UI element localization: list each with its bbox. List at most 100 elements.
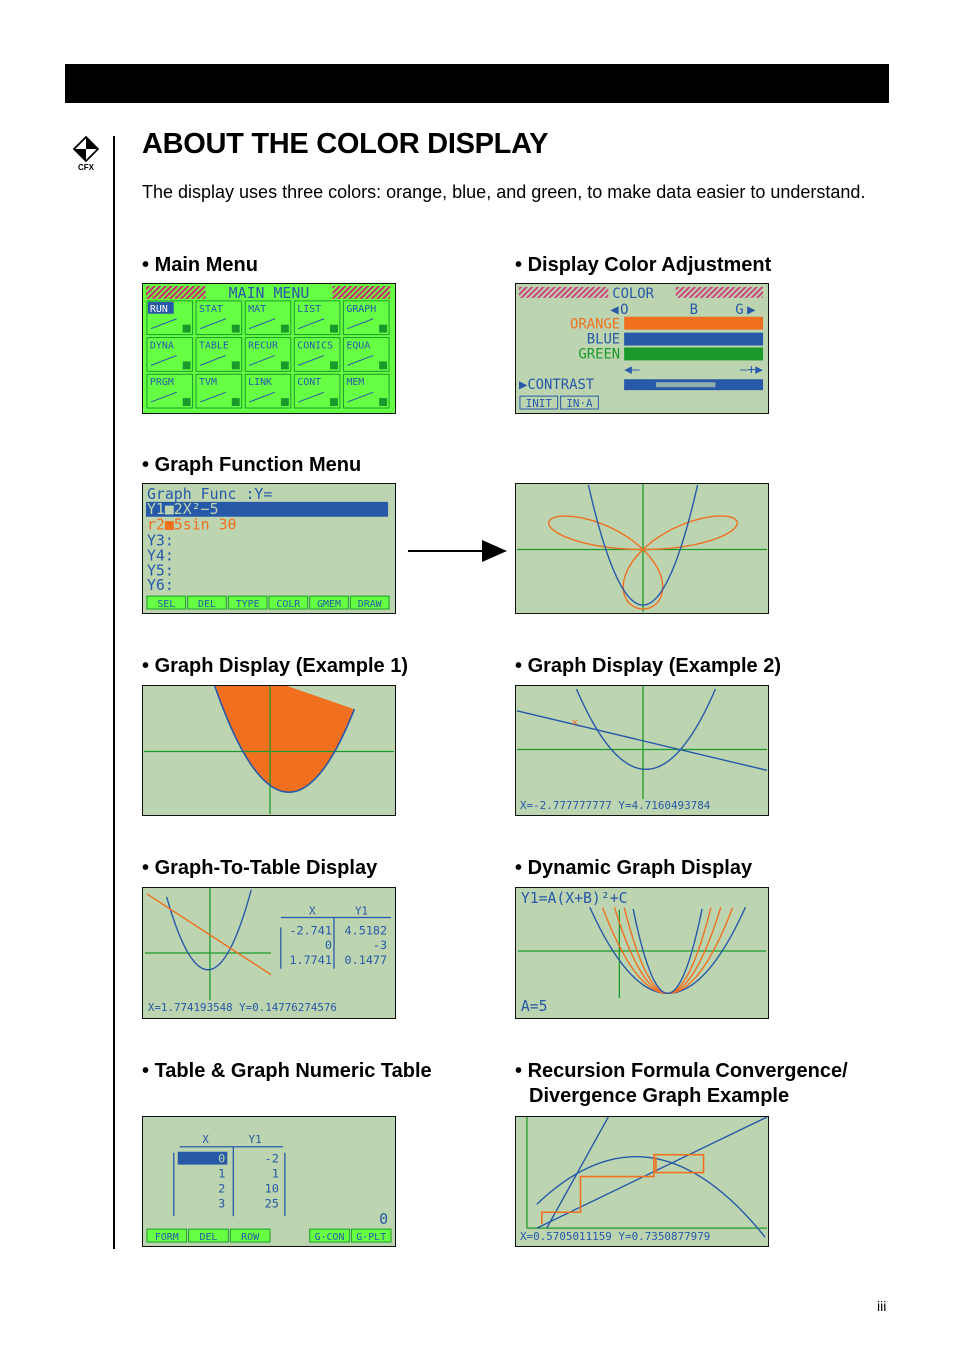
- margin-rule: [113, 136, 115, 1249]
- fkey-colr[interactable]: COLR: [276, 599, 300, 610]
- orange-bar: [624, 316, 764, 330]
- label-dynamic-graph: • Dynamic Graph Display: [515, 856, 752, 881]
- menu-icon-table[interactable]: TABLE: [199, 340, 229, 351]
- main-menu-graphic: MAIN MENU RUN STAT MAT LIST GRAPH DYNA TABLE RE…: [145, 284, 391, 409]
- bullet: •: [515, 254, 523, 276]
- func-line-6: Y6:: [147, 576, 174, 594]
- main-menu-title: MAIN MENU: [229, 284, 310, 302]
- graph-to-table-graphic: X Y1 -2.741 4.5182 0 -3 1.7741 0.1477 X=…: [144, 888, 392, 1014]
- menu-icon-recur[interactable]: RECUR: [248, 340, 278, 351]
- tg-cell: 10: [265, 1181, 279, 1195]
- label-text: Graph Display (Example 1): [154, 655, 408, 677]
- bullet: •: [515, 1060, 523, 1082]
- screen-graph-func-plot: [515, 483, 769, 614]
- menu-icon-list[interactable]: LIST: [297, 304, 321, 315]
- gt-cell: 0.1477: [345, 953, 388, 967]
- tg-cell: 25: [265, 1196, 279, 1210]
- bullet: •: [142, 655, 150, 677]
- label-text: Graph-To-Table Display: [154, 857, 378, 879]
- dyn-param: A=5: [521, 998, 548, 1015]
- cfx-mark: CFX: [72, 136, 100, 172]
- menu-icon-run[interactable]: RUN: [150, 304, 168, 315]
- tg-cell: 1: [218, 1167, 225, 1181]
- fkey-gmem[interactable]: GMEM: [317, 599, 341, 610]
- page-title: ABOUT THE COLOR DISPLAY: [142, 128, 549, 160]
- func-line-3: Y3:: [147, 532, 174, 550]
- green-bar: [624, 347, 764, 361]
- label-graph-to-table: • Graph-To-Table Display: [142, 856, 377, 881]
- color-channel-g: G: [735, 302, 743, 318]
- fkey-del[interactable]: DEL: [200, 1232, 218, 1243]
- recursion-graphic: X=0.5705011159 Y=0.7350877979: [520, 1117, 768, 1243]
- color-adjust-graphic: COLOR O ◀ B G ▶ ORANGE BLUE GREEN ◀— —+▶…: [518, 286, 764, 410]
- menu-icon-cont[interactable]: CONT: [297, 377, 321, 388]
- func-line-4: Y4:: [147, 546, 174, 564]
- intro-text: The display uses three colors: orange, b…: [142, 182, 866, 202]
- menu-icon-link[interactable]: LINK: [248, 377, 272, 388]
- screen-color-adjust: COLOR O ◀ B G ▶ ORANGE BLUE GREEN ◀— —+▶…: [515, 283, 769, 414]
- tg-cell: 1: [272, 1167, 279, 1181]
- menu-icon-graph[interactable]: GRAPH: [346, 304, 376, 315]
- gt-cell: -2.741: [289, 923, 332, 937]
- gt-cell: 0: [325, 938, 332, 952]
- label-color-adjust: • Display Color Adjustment: [515, 253, 771, 278]
- label-graph-func-menu: • Graph Function Menu: [142, 453, 361, 478]
- color-channel-b: B: [690, 302, 698, 318]
- gt-header-y1: Y1: [355, 905, 368, 918]
- arrow-right-icon: [408, 540, 507, 562]
- cfx-diamond-icon: [73, 136, 99, 162]
- contrast-plus: —+▶: [740, 362, 764, 377]
- screen-recursion: X=0.5705011159 Y=0.7350877979: [515, 1116, 769, 1247]
- label-graph-ex1: • Graph Display (Example 1): [142, 654, 408, 679]
- fkey-type[interactable]: TYPE: [236, 599, 260, 610]
- label-text: Graph Display (Example 2): [527, 655, 781, 677]
- menu-icon-stat[interactable]: STAT: [199, 304, 223, 315]
- label-main-menu: • Main Menu: [142, 253, 258, 278]
- screen-graph-func: Graph Func :Y= Y1■2X²−5 r2■5sin 3θ Y3: Y…: [142, 483, 396, 614]
- label-text: Display Color Adjustment: [527, 254, 772, 276]
- rose-parabola-graph: [516, 484, 768, 612]
- fkey-draw[interactable]: DRAW: [358, 599, 382, 610]
- fkey-sel[interactable]: SEL: [157, 599, 175, 610]
- label-text: Recursion Formula Convergence/: [527, 1060, 848, 1082]
- filled-parabola-graph: [143, 686, 395, 814]
- menu-icon-mem[interactable]: MEM: [346, 377, 364, 388]
- tg-cell: 2: [218, 1181, 225, 1195]
- label-text: Graph Function Menu: [154, 454, 362, 476]
- contrast-label: ▶CONTRAST: [519, 377, 595, 393]
- bullet: •: [142, 254, 150, 276]
- color-channel-o: O: [620, 302, 628, 318]
- label-graph-ex2: • Graph Display (Example 2): [515, 654, 781, 679]
- fkey-del[interactable]: DEL: [198, 599, 216, 610]
- gt-header-x: X: [309, 905, 316, 918]
- color-title: COLOR: [612, 286, 654, 302]
- fkey-gplt[interactable]: G·PLT: [356, 1232, 386, 1243]
- func-line-1: Y1■2X²−5: [147, 500, 219, 518]
- header-bar: [65, 64, 889, 103]
- tg-header-y1: Y1: [249, 1133, 262, 1146]
- fkey-form[interactable]: FORM: [155, 1232, 179, 1243]
- gt-cell: 1.7741: [289, 953, 332, 967]
- menu-icon-equa[interactable]: EQUA: [346, 340, 370, 351]
- fkey-row[interactable]: ROW: [241, 1232, 259, 1243]
- ex2-readout: X=-2.777777777 Y=4.7160493784: [520, 799, 711, 812]
- menu-icon-mat[interactable]: MAT: [248, 304, 266, 315]
- fkey-gcon[interactable]: G·CON: [315, 1232, 345, 1243]
- tg-value: 0: [379, 1210, 388, 1228]
- menu-ina: IN·A: [566, 397, 593, 410]
- rec-readout: X=0.5705011159 Y=0.7350877979: [520, 1230, 710, 1243]
- bullet: •: [142, 1060, 150, 1082]
- graph-func-graphic: Graph Func :Y= Y1■2X²−5 r2■5sin 3θ Y3: Y…: [145, 485, 390, 610]
- screen-graph-ex2: ✕ X=-2.777777777 Y=4.7160493784: [515, 685, 769, 816]
- label-text: Table & Graph Numeric Table: [154, 1060, 432, 1082]
- row-orange-label: ORANGE: [570, 317, 620, 333]
- menu-icon-dyna[interactable]: DYNA: [150, 340, 174, 351]
- menu-icon-tvm[interactable]: TVM: [199, 377, 217, 388]
- dyn-formula: Y1=A(X+B)²+C: [521, 890, 628, 907]
- menu-init: INIT: [526, 397, 553, 410]
- graph-func-header: Graph Func :Y=: [147, 485, 272, 503]
- dynamic-graph-graphic: Y1=A(X+B)²+C A=5: [517, 890, 767, 1015]
- arrow-left-icon: ◀: [610, 302, 619, 318]
- menu-icon-prgm[interactable]: PRGM: [150, 377, 174, 388]
- menu-icon-conics[interactable]: CONICS: [297, 340, 333, 351]
